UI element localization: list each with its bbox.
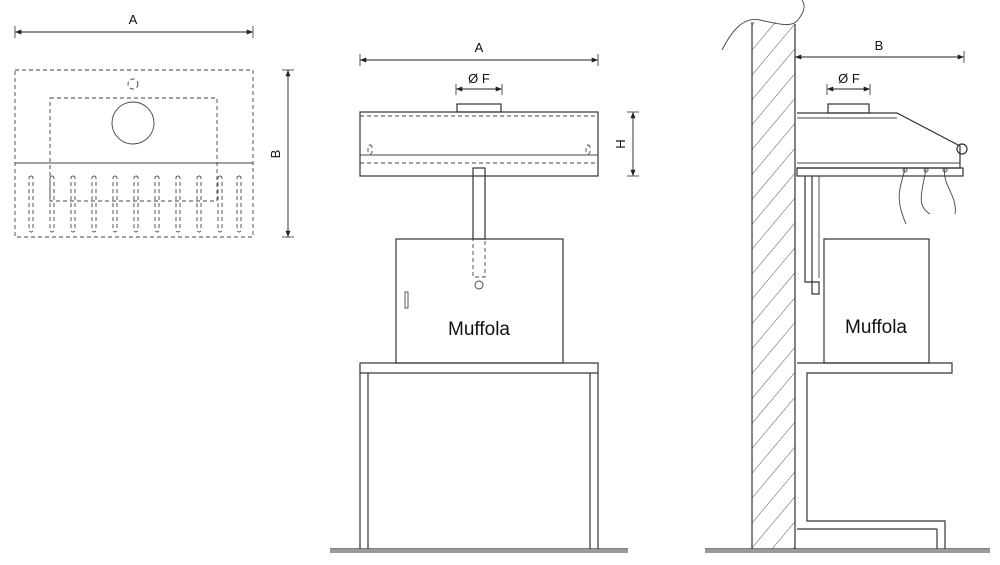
filter-panel-outline bbox=[49, 97, 218, 202]
exhaust-pipe-side bbox=[804, 176, 820, 295]
side-view-depth-label: B bbox=[875, 38, 884, 53]
exhaust-pipe-hidden bbox=[472, 238, 486, 278]
side-view-furnace-label: Muffola bbox=[845, 317, 907, 338]
exhaust-pipe-front bbox=[472, 167, 486, 240]
top-view-depth-label: B bbox=[268, 150, 283, 159]
furnace-door-handle bbox=[404, 291, 409, 309]
floor-side bbox=[705, 549, 990, 553]
cable-2 bbox=[920, 167, 931, 215]
intake-slots-top bbox=[28, 175, 242, 233]
side-view-duct-label: Ø F bbox=[838, 71, 860, 86]
cable-3 bbox=[943, 167, 956, 215]
hood-hinge bbox=[956, 143, 968, 155]
duct-collar-circle bbox=[111, 101, 155, 145]
wall-break-line bbox=[721, 0, 805, 51]
table-top-front bbox=[359, 362, 599, 374]
hood-lip-side bbox=[796, 167, 964, 177]
front-view-furnace-label: Muffola bbox=[448, 319, 510, 340]
hood-outline-top bbox=[14, 69, 254, 238]
furnace-box-side bbox=[823, 238, 930, 364]
front-view-width-label: A bbox=[475, 40, 484, 55]
hood-profile-side bbox=[797, 112, 961, 169]
light-fixture-circle bbox=[127, 78, 139, 90]
floor-front bbox=[330, 549, 628, 553]
wall-hatch bbox=[752, 22, 795, 549]
top-view-width-label: A bbox=[129, 12, 138, 27]
front-view-duct-label: Ø F bbox=[468, 71, 490, 86]
front-view-height-label: H bbox=[613, 139, 628, 148]
duct-collar-front bbox=[456, 103, 502, 113]
duct-collar-side bbox=[827, 103, 870, 114]
side-view: B Ø F Muffola bbox=[705, 0, 990, 553]
table-side bbox=[797, 362, 953, 549]
furnace-box-front bbox=[395, 238, 564, 364]
top-view: A B bbox=[14, 12, 294, 238]
front-view: A Ø F H Muffola bbox=[330, 40, 639, 553]
hood-body-front bbox=[359, 111, 599, 177]
